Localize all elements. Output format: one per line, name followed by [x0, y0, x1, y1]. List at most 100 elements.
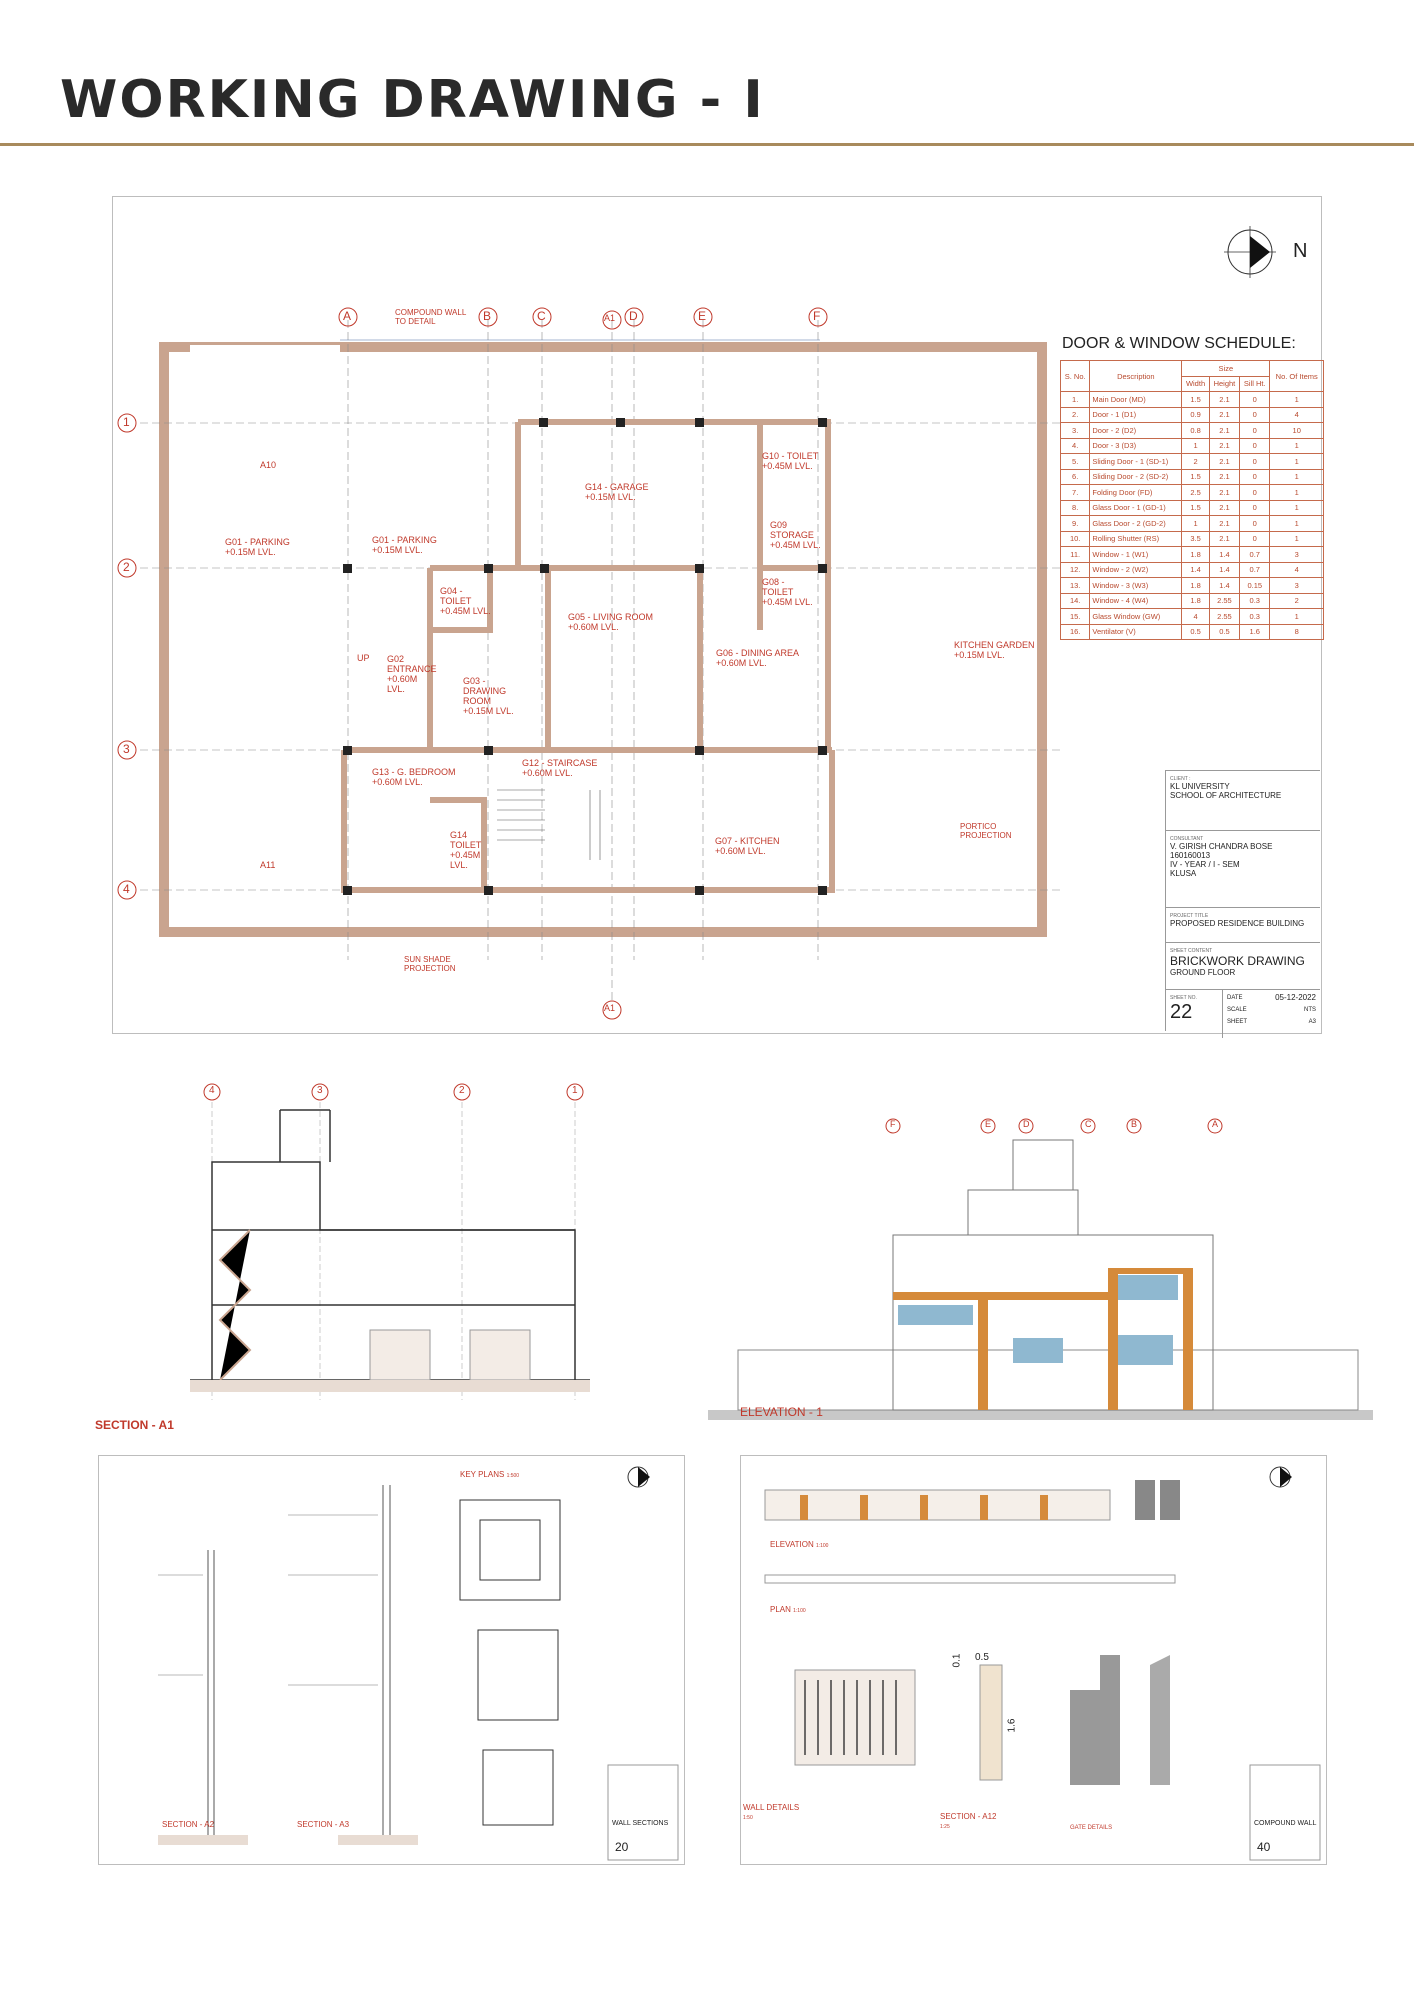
schedule-cell: 1	[1269, 484, 1324, 501]
schedule-cell: Glass Door - 1 (GD-1)	[1089, 499, 1183, 516]
grid-number-3: 3	[123, 742, 130, 756]
tb-scale: NTS	[1304, 1007, 1316, 1013]
schedule-cell: 2.	[1059, 406, 1091, 423]
grid-letter-d: D	[629, 309, 638, 323]
schedule-cell: 13.	[1059, 577, 1091, 594]
elevation-1-drawing	[708, 1118, 1373, 1420]
tb-consultant-2: 160160013	[1170, 851, 1211, 860]
schedule-cell: 0	[1239, 499, 1271, 516]
note-portico: PORTICO PROJECTION	[960, 822, 1012, 840]
tb-consultant-3: IV - YEAR / I - SEM	[1170, 860, 1240, 869]
room-label: G07 - KITCHEN+0.60M LVL.	[715, 836, 780, 856]
schedule-cell: 8	[1269, 623, 1324, 640]
grid-letter-b: B	[483, 309, 492, 323]
room-label: G09 STORAGE+0.45M LVL.	[770, 520, 821, 550]
section-a1-grid-4: 4	[209, 1085, 215, 1096]
schedule-cell: 0	[1239, 422, 1271, 439]
schedule-cell: 0.9	[1181, 406, 1210, 423]
schedule-cell: 1.5	[1181, 468, 1210, 485]
tb-sheet-label: SHEET	[1227, 1019, 1248, 1025]
schedule-cell: Sliding Door - 2 (SD-2)	[1089, 468, 1183, 485]
elevation-grid-f: F	[890, 1119, 896, 1129]
schedule-cell: 3	[1269, 546, 1324, 563]
room-label: G05 - LIVING ROOM+0.60M LVL.	[568, 612, 654, 632]
schedule-header-sill: Sill Ht.	[1239, 375, 1271, 392]
schedule-cell: 0	[1239, 406, 1271, 423]
compound-wall-sheet	[740, 1455, 1327, 1865]
schedule-cell: Glass Door - 2 (GD-2)	[1089, 515, 1183, 532]
tb-sheet-no: 22	[1170, 1001, 1193, 1023]
schedule-cell: Window - 3 (W3)	[1089, 577, 1183, 594]
schedule-cell: 1.8	[1181, 546, 1210, 563]
schedule-cell: 0.7	[1239, 561, 1271, 578]
schedule-cell: 4	[1181, 608, 1210, 625]
schedule-cell: Sliding Door - 1 (SD-1)	[1089, 453, 1183, 470]
schedule-cell: 7.	[1059, 484, 1091, 501]
section-tag-a1: A1	[604, 1003, 616, 1013]
grid-bubbles	[117, 307, 828, 1020]
schedule-cell: 2.1	[1208, 515, 1241, 532]
tb-sheet-content-2: GROUND FLOOR	[1170, 968, 1236, 977]
schedule-cell: Window - 2 (W2)	[1089, 561, 1183, 578]
dim-label: 0.5	[975, 1652, 989, 1663]
schedule-cell: 9.	[1059, 515, 1091, 532]
schedule-cell: 5.	[1059, 453, 1091, 470]
schedule-cell: 4	[1269, 561, 1324, 578]
room-label: G04 - TOILET+0.45M LVL.	[440, 586, 491, 616]
ground-floor-plan	[140, 320, 1060, 1000]
grid-letter-a: A	[343, 309, 352, 323]
room-label: G13 - G. BEDROOM+0.60M LVL.	[372, 767, 456, 787]
compound-plan-label: PLAN 1:100	[770, 1605, 806, 1614]
schedule-cell: Ventilator (V)	[1089, 623, 1183, 640]
schedule-cell: Folding Door (FD)	[1089, 484, 1183, 501]
compound-wall-drawing	[764, 1466, 1321, 1861]
wall-sections-sheet	[98, 1455, 685, 1865]
room-label: G01 - PARKING+0.15M LVL.	[372, 535, 437, 555]
room-label: G12 - STAIRCASE+0.60M LVL.	[522, 758, 598, 778]
schedule-cell: 0	[1239, 515, 1271, 532]
schedule-cell: Door - 1 (D1)	[1089, 406, 1183, 423]
schedule-cell: 0	[1239, 530, 1271, 547]
schedule-cell: 3	[1269, 577, 1324, 594]
schedule-cell: 1	[1269, 468, 1324, 485]
grid-number-2: 2	[123, 560, 130, 574]
door-window-schedule: S. No. Description Size No. Of Items Wid…	[1059, 360, 1324, 640]
dim-label: 1.6	[1006, 1718, 1018, 1733]
north-arrow-icon	[1224, 226, 1276, 278]
section-tag-a10: A10	[260, 460, 277, 470]
schedule-cell: 0	[1239, 453, 1271, 470]
schedule-cell: 1	[1269, 391, 1324, 408]
schedule-cell: 2.1	[1208, 406, 1241, 423]
tb-project-label: PROJECT TITLE	[1170, 913, 1209, 919]
schedule-cell: 1.8	[1181, 577, 1210, 594]
schedule-cell: 2.1	[1208, 468, 1241, 485]
schedule-header-height: Height	[1208, 375, 1241, 392]
schedule-cell: 2.1	[1208, 422, 1241, 439]
wall-sections-drawing	[158, 1466, 679, 1861]
schedule-cell: 1.5	[1181, 499, 1210, 516]
schedule-cell: 11.	[1059, 546, 1091, 563]
schedule-cell: 1	[1181, 515, 1210, 532]
section-a1-label: SECTION - A1	[95, 1418, 174, 1432]
schedule-cell: 1.4	[1208, 546, 1241, 563]
tb-sheet-content-label: SHEET CONTENT	[1170, 948, 1213, 954]
note-compound-wall: COMPOUND WALL TO DETAIL	[395, 308, 466, 326]
page-title: WORKING DRAWING - I	[60, 70, 765, 130]
schedule-cell: 2.1	[1208, 484, 1241, 501]
schedule-cell: 1	[1181, 437, 1210, 454]
schedule-cell: 0	[1239, 484, 1271, 501]
schedule-cell: 2	[1269, 592, 1324, 609]
schedule-cell: Window - 4 (W4)	[1089, 592, 1183, 609]
tb-date-label: DATE	[1227, 995, 1243, 1001]
compound-elevation-label: ELEVATION 1:100	[770, 1540, 829, 1549]
